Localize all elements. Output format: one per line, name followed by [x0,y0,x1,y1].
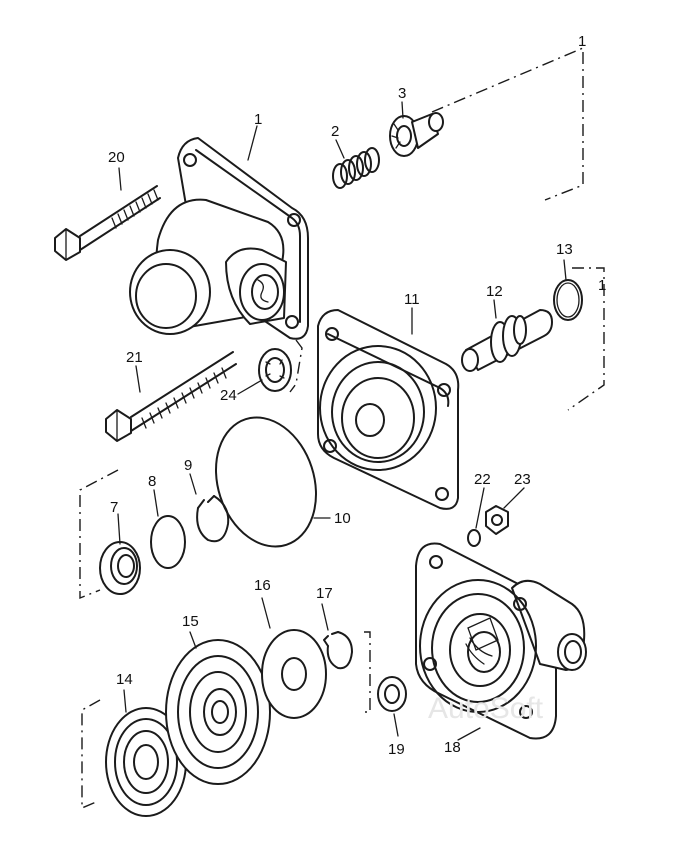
label-part-18: 18 [444,739,461,756]
label-part-8: 8 [148,473,156,490]
label-part-1-top: 1 [578,33,586,50]
part-diaphragm-15 [165,639,271,785]
part-number-labels: 1 1 3 2 20 13 1 12 11 21 24 9 8 22 23 7 … [108,33,606,758]
watermark: AutoSoft [428,692,544,725]
part-ring-10 [215,416,317,548]
label-part-24: 24 [220,387,237,404]
part-bolt-20 [54,185,161,261]
label-part-12: 12 [486,283,503,300]
assembly-guide-lines [79,46,605,810]
part-bolt-21 [105,351,237,442]
part-seal-7 [99,541,141,595]
part-housing-11 [317,309,460,510]
label-part-13: 13 [556,241,573,258]
label-part-1-right: 1 [598,277,606,294]
part-valve-3 [389,112,444,157]
label-part-11: 11 [404,291,420,308]
label-part-22: 22 [474,471,491,488]
label-part-3: 3 [398,85,406,102]
label-part-7: 7 [110,499,118,516]
leader-lines [117,101,567,741]
part-housing-18 [415,542,587,740]
part-snap-ring-9 [196,495,230,543]
label-part-9: 9 [184,457,192,474]
part-housing-1 [129,137,309,340]
part-plate-14 [105,707,187,817]
part-ring-8 [150,515,186,569]
label-part-15: 15 [182,613,199,630]
label-part-10: 10 [334,510,351,527]
part-washer-19 [377,676,407,712]
label-part-2: 2 [331,123,339,140]
label-part-21: 21 [126,349,143,366]
part-ring-13 [553,279,583,321]
label-part-17: 17 [316,585,333,602]
part-circlip-17 [323,631,353,670]
part-spring-2 [332,147,380,189]
label-part-19: 19 [388,741,405,758]
label-part-1: 1 [254,111,262,128]
part-washer-22 [467,529,481,547]
label-part-14: 14 [116,671,133,688]
part-piston-12 [461,309,553,372]
label-part-16: 16 [254,577,271,594]
label-part-23: 23 [514,471,531,488]
part-nut-23 [485,505,509,535]
part-washer-16 [261,629,327,719]
part-seal-24 [258,348,292,392]
label-part-20: 20 [108,149,125,166]
